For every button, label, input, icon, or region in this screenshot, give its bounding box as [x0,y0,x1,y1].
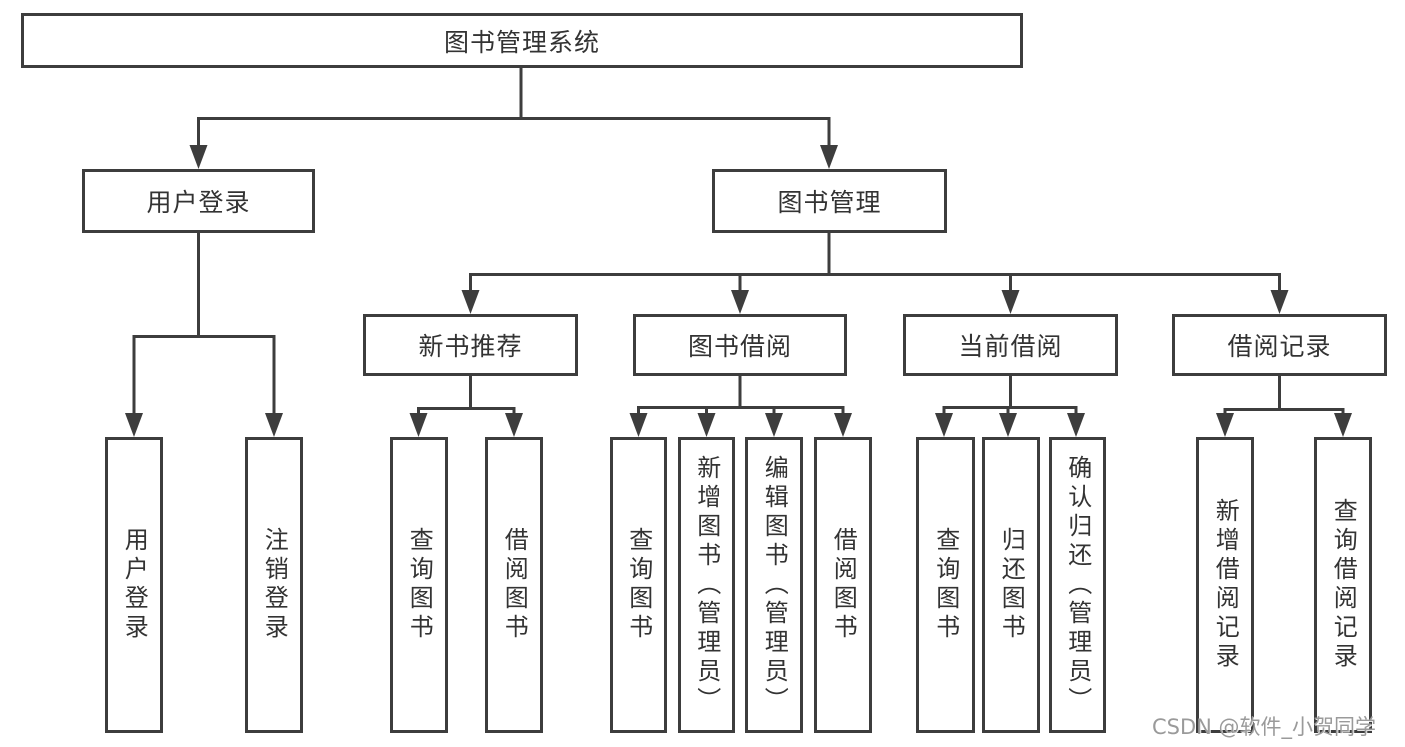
leaf-logout: 注销登录 [245,437,303,733]
leaf-query-books-current: 查询图书 [916,437,975,733]
leaf-add-borrow-record: 新增借阅记录 [1196,437,1254,733]
node-current-borrow: 当前借阅 [903,314,1118,376]
leaf-query-borrow-record: 查询借阅记录 [1314,437,1372,733]
csdn-watermark: CSDN @软件_小贺同学 [1152,715,1377,739]
node-new-book-recommend: 新书推荐 [363,314,578,376]
leaf-add-books-admin: 新增图书（管理员） [678,437,735,733]
connector-current-borrow-children [935,374,1085,437]
node-root: 图书管理系统 [21,13,1023,68]
leaf-query-books-borrow: 查询图书 [610,437,667,733]
node-book-borrow: 图书借阅 [633,314,847,376]
leaf-borrow-books-recommend: 借阅图书 [485,437,543,733]
leaf-borrow-books: 借阅图书 [814,437,872,733]
leaf-query-books-recommend: 查询图书 [390,437,448,733]
connector-book-management-children [461,231,1289,314]
leaf-edit-books-admin: 编辑图书（管理员） [745,437,803,733]
node-borrow-records: 借阅记录 [1172,314,1387,376]
node-user-login: 用户登录 [82,169,315,233]
leaf-user-login: 用户登录 [105,437,163,733]
connector-root-to-level2 [189,67,838,169]
connector-user-login-children [125,231,283,437]
node-book-management: 图书管理 [712,169,947,233]
leaf-return-books: 归还图书 [982,437,1040,733]
connector-book-borrow-children [629,374,852,437]
connector-borrow-records-children [1216,374,1352,437]
leaf-confirm-return-admin: 确认归还（管理员） [1049,437,1106,733]
connector-new-book-children [409,374,523,437]
